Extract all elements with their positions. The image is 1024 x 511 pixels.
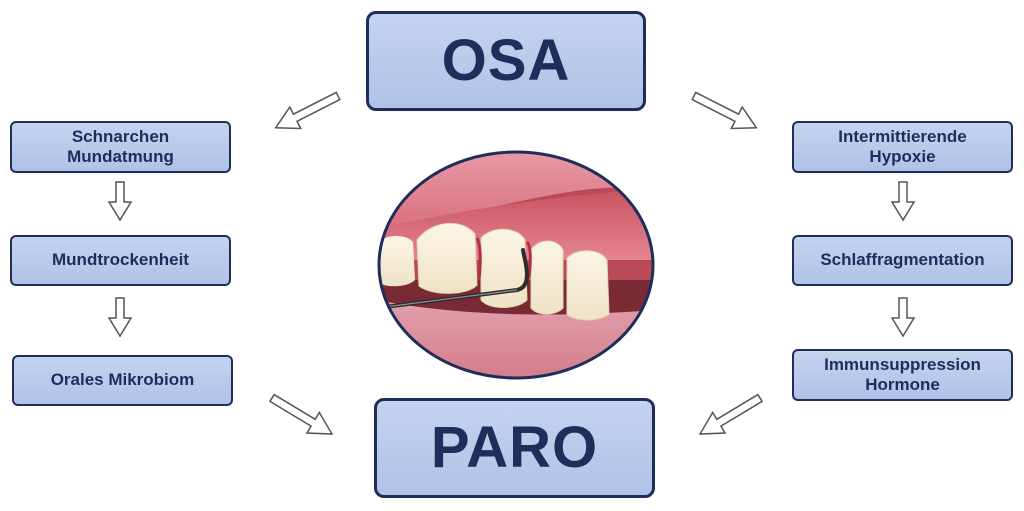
mundtrockenheit-label: Mundtrockenheit (52, 250, 189, 270)
orales-mikrobiom-box: Orales Mikrobiom (12, 355, 233, 406)
schlaffragmentation-box: Schlaffragmentation (792, 235, 1013, 286)
schnarchen-box: Schnarchen Mundatmung (10, 121, 231, 173)
hypoxie-box: Intermittierende Hypoxie (792, 121, 1013, 173)
arrow-schnarchen-to-mundtrockenheit (108, 181, 132, 221)
hormone-label: Hormone (865, 375, 940, 394)
intermittierende-label: Intermittierende (838, 126, 967, 146)
schnarchen-label: Schnarchen (71, 126, 170, 146)
arrow-schlaffragmentation-to-immunsuppression (891, 297, 915, 337)
immunsuppression-label: Immunsuppression (824, 354, 981, 374)
arrow-osa-to-hypoxie (687, 84, 763, 140)
mundatmung-label: Mundatmung (67, 147, 174, 166)
arrow-hypoxie-to-schlaffragmentation (891, 181, 915, 221)
paro-box: PARO (374, 398, 655, 498)
hypoxie-label: Hypoxie (869, 147, 936, 166)
arrow-immunsuppression-to-paro (693, 386, 767, 446)
arrow-mundtrockenheit-to-mikrobiom (108, 297, 132, 337)
osa-box: OSA (366, 11, 646, 111)
immunsuppression-box: Immunsuppression Hormone (792, 349, 1013, 401)
arrow-mikrobiom-to-paro (265, 386, 339, 446)
schlaffragmentation-label: Schlaffragmentation (820, 250, 985, 270)
arrow-osa-to-schnarchen (269, 84, 345, 140)
osa-label: OSA (441, 28, 571, 94)
orales-mikrobiom-label: Orales Mikrobiom (50, 370, 195, 390)
dental-photo (377, 150, 655, 380)
paro-label: PARO (430, 415, 599, 481)
mundtrockenheit-box: Mundtrockenheit (10, 235, 231, 286)
